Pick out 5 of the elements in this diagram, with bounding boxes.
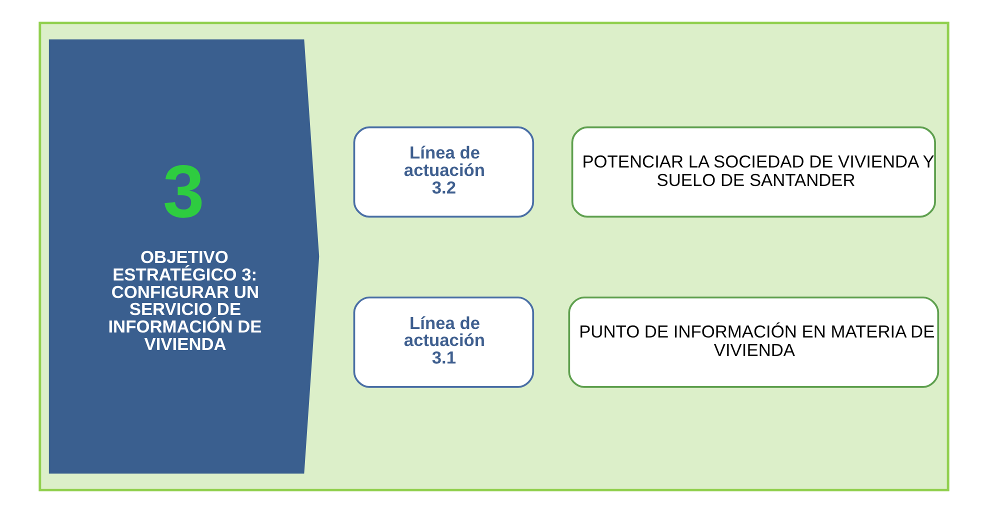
node-box: PUNTO DE INFORMACIÓN EN MATERIA DE VIVIENDA — [568, 296, 939, 388]
cluster — [38, 22, 949, 492]
node-box: POTENCIAR LA SOCIEDAD DE VIVIENDA Y SUELO DE SANTANDER — [570, 126, 936, 218]
node-box: Línea de actuación 3.1 — [352, 296, 534, 388]
node-box: Línea de actuación 3.2 — [352, 126, 534, 218]
